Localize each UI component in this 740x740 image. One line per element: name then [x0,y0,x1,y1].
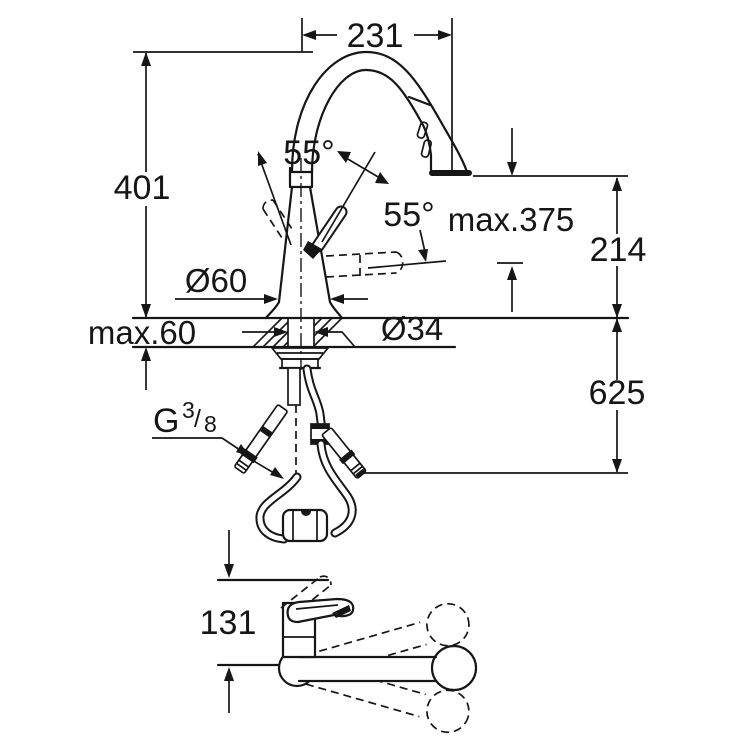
arrowhead [612,177,622,191]
dim-spout-reach: 231 [301,17,453,176]
faucet-spout [290,50,472,176]
spout-outer-curve [290,50,469,174]
dim-base-diameter: Ø60 [175,262,368,304]
lever-root [303,241,322,259]
thread-slash: / [194,405,201,433]
spray-button [420,139,433,158]
arrowhead [224,564,234,578]
arrowhead [314,327,328,337]
arrowhead [438,30,452,40]
arrowhead [375,172,389,184]
arrowhead [264,294,278,304]
dim-label-lever-angle-side: 55° [383,196,434,234]
countertop-section [131,316,630,349]
dim-label-base-diameter: Ø60 [185,262,247,299]
arrowhead [612,459,622,473]
dim-lever-angle-front: 55° [257,134,389,246]
arrowhead [612,318,622,332]
arrowhead [274,327,288,337]
thread-denominator: 8 [204,411,217,437]
arrowhead [330,294,344,304]
dim-max-extension: max.375 [448,128,575,312]
arrowhead [141,347,151,361]
dim-label-max-extension: max.375 [448,201,575,238]
dim-label-counter-thickness: max.60 [88,314,196,351]
mounting-washer [270,347,330,360]
top-view [277,575,478,734]
dim-label-hole-diameter: Ø34 [381,310,443,347]
arrowhead [224,667,234,681]
arrowhead [507,266,517,280]
dim-lever-angle-side: 55° [367,196,447,269]
spout-inner-curve [310,68,433,174]
thread-lines [236,459,250,471]
dim-label-outlet-height: 214 [590,231,647,269]
supply-connector-right [321,427,367,479]
dim-label-handle-clearance: 131 [200,604,257,642]
dim-label-hose-length: 625 [589,374,646,412]
faucet-body [264,158,344,477]
hose-weight [281,508,329,543]
dim-outlet-height: 214 [590,177,647,318]
arrowhead [141,304,151,318]
arrowhead [302,30,316,40]
dim-label-lever-angle-front: 55° [283,134,334,172]
spout-ball-end [430,644,478,692]
arrowhead [141,52,151,66]
label-thread-size: G 3 / 8 [152,397,284,479]
arrowhead [418,249,428,262]
spray-head-joint [407,95,432,107]
dim-label-spout-reach: 231 [347,17,404,55]
dim-label-total-height: 401 [114,169,171,207]
dim-hole-diameter: Ø34 [242,310,443,348]
weight-notch [301,511,311,516]
dim-total-height: 401 [114,51,313,318]
thread-lines [350,462,364,475]
arrowhead [507,162,517,176]
lever-dashed-top-view [280,575,332,617]
body-joint [288,166,314,189]
arrowhead [612,304,622,318]
dim-counter-thickness: max.60 [88,314,196,390]
hoses [255,364,357,544]
arrowhead [258,151,267,166]
arrowhead [337,151,351,163]
pullout-hose-rod [287,367,301,406]
arrowhead [270,467,284,479]
spray-button [416,121,429,139]
arrowhead [236,444,250,457]
dim-hose-length: 625 [358,318,646,474]
spout-barrel [297,655,438,683]
leader-line [152,437,247,455]
thread-g: G [153,402,179,440]
thread-numerator: 3 [182,397,195,423]
